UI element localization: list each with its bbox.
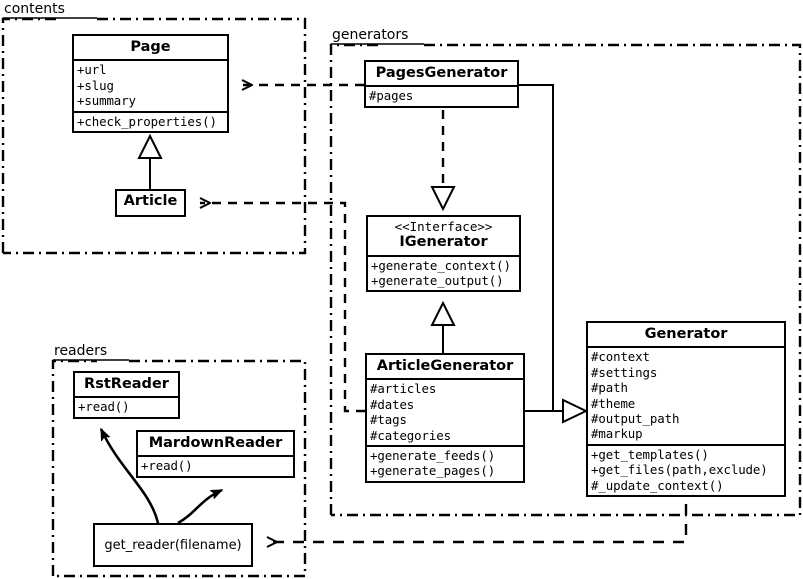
- attribute-tags: #tags: [370, 412, 407, 428]
- attribute-slug: +slug: [77, 77, 114, 93]
- class-box-mardownreader[interactable]: MardownReader +read(): [136, 430, 295, 478]
- package-border-contents: [1, 17, 307, 255]
- class-box-generator[interactable]: Generator #context #settings #path #them…: [586, 321, 786, 498]
- class-methods-igenerator: +generate_context() +generate_output(): [368, 254, 519, 291]
- method-generate-pages: +generate_pages(): [370, 463, 496, 479]
- class-box-rstreader[interactable]: RstReader +read(): [73, 371, 180, 419]
- attribute-dates: #dates: [370, 396, 415, 412]
- package-label-contents: contents: [4, 1, 65, 17]
- attribute-settings: #settings: [591, 364, 658, 380]
- method-check-properties: +check_properties(): [77, 113, 217, 129]
- class-name-article: Article: [123, 193, 178, 209]
- function-box-get-reader[interactable]: get_reader(filename): [93, 523, 253, 567]
- class-box-pagesgenerator[interactable]: PagesGenerator #pages: [364, 60, 519, 108]
- class-box-igenerator[interactable]: <<Interface>> IGenerator +generate_conte…: [366, 215, 521, 293]
- class-stereotype-igenerator: <<Interface>>: [394, 219, 493, 234]
- attribute-pages: #pages: [369, 88, 414, 104]
- relation-getreader-to-mardownreader: [177, 488, 222, 525]
- attribute-path: #path: [591, 380, 628, 396]
- package-border-readers: [51, 359, 307, 578]
- class-methods-articlegenerator: +generate_feeds() +generate_pages(): [367, 444, 523, 481]
- method-read-markdown: +read(): [141, 458, 193, 474]
- class-attributes-pagesgenerator: #pages: [366, 85, 517, 105]
- class-box-page[interactable]: Page +url +slug +summary +check_properti…: [72, 34, 229, 133]
- class-header-igenerator: <<Interface>> IGenerator: [368, 217, 519, 255]
- attribute-categories: #categories: [370, 427, 451, 443]
- attribute-theme: #theme: [591, 395, 636, 411]
- class-attributes-generator: #context #settings #path #theme #output_…: [588, 346, 784, 444]
- relation-articlegenerator-to-generator: [525, 398, 589, 424]
- class-name-page: Page: [130, 39, 171, 55]
- class-name-rstreader: RstReader: [84, 376, 169, 392]
- class-methods-page: +check_properties(): [74, 110, 227, 131]
- attribute-articles: #articles: [370, 381, 437, 397]
- method-update-context: #_update_context(): [591, 477, 724, 493]
- relation-articlegenerator-to-igenerator: [430, 300, 456, 353]
- attribute-summary: +summary: [77, 93, 136, 109]
- class-methods-generator: +get_templates() +get_files(path,exclude…: [588, 443, 784, 495]
- package-label-generators: generators: [332, 27, 409, 43]
- relation-pagesgenerator-to-igenerator: [430, 110, 456, 212]
- package-label-readers: readers: [54, 343, 108, 359]
- class-methods-rstreader: +read(): [75, 396, 178, 416]
- attribute-markup: #markup: [591, 426, 643, 442]
- class-methods-mardownreader: +read(): [138, 455, 293, 475]
- method-get-files: +get_files(path,exclude): [591, 462, 768, 478]
- package-border-generators: [329, 43, 802, 517]
- method-read-rst: +read(): [78, 399, 130, 415]
- method-get-templates: +get_templates(): [591, 446, 709, 462]
- attribute-output-path: #output_path: [591, 410, 680, 426]
- relation-getreader-to-rstreader: [99, 429, 160, 524]
- class-box-articlegenerator[interactable]: ArticleGenerator #articles #dates #tags …: [365, 353, 525, 483]
- relation-articlegenerator-to-article: [200, 203, 365, 413]
- attribute-context: #context: [591, 349, 650, 365]
- class-name-pagesgenerator: PagesGenerator: [375, 65, 508, 81]
- method-generate-context: +generate_context(): [371, 257, 511, 273]
- class-attributes-articlegenerator: #articles #dates #tags #categories: [367, 378, 523, 445]
- relation-pagesgenerator-to-generator: [519, 84, 554, 411]
- method-generate-feeds: +generate_feeds(): [370, 447, 496, 463]
- class-box-article[interactable]: Article: [115, 189, 186, 217]
- function-label-get-reader: get_reader(filename): [104, 537, 242, 553]
- class-name-generator: Generator: [644, 326, 728, 342]
- class-name-articlegenerator: ArticleGenerator: [376, 358, 514, 374]
- class-name-mardownreader: MardownReader: [148, 435, 283, 451]
- method-generate-output: +generate_output(): [371, 273, 504, 289]
- relation-article-to-page: [137, 133, 163, 189]
- class-attributes-page: +url +slug +summary: [74, 59, 227, 110]
- attribute-url: +url: [77, 62, 107, 78]
- class-name-igenerator: IGenerator: [399, 234, 488, 251]
